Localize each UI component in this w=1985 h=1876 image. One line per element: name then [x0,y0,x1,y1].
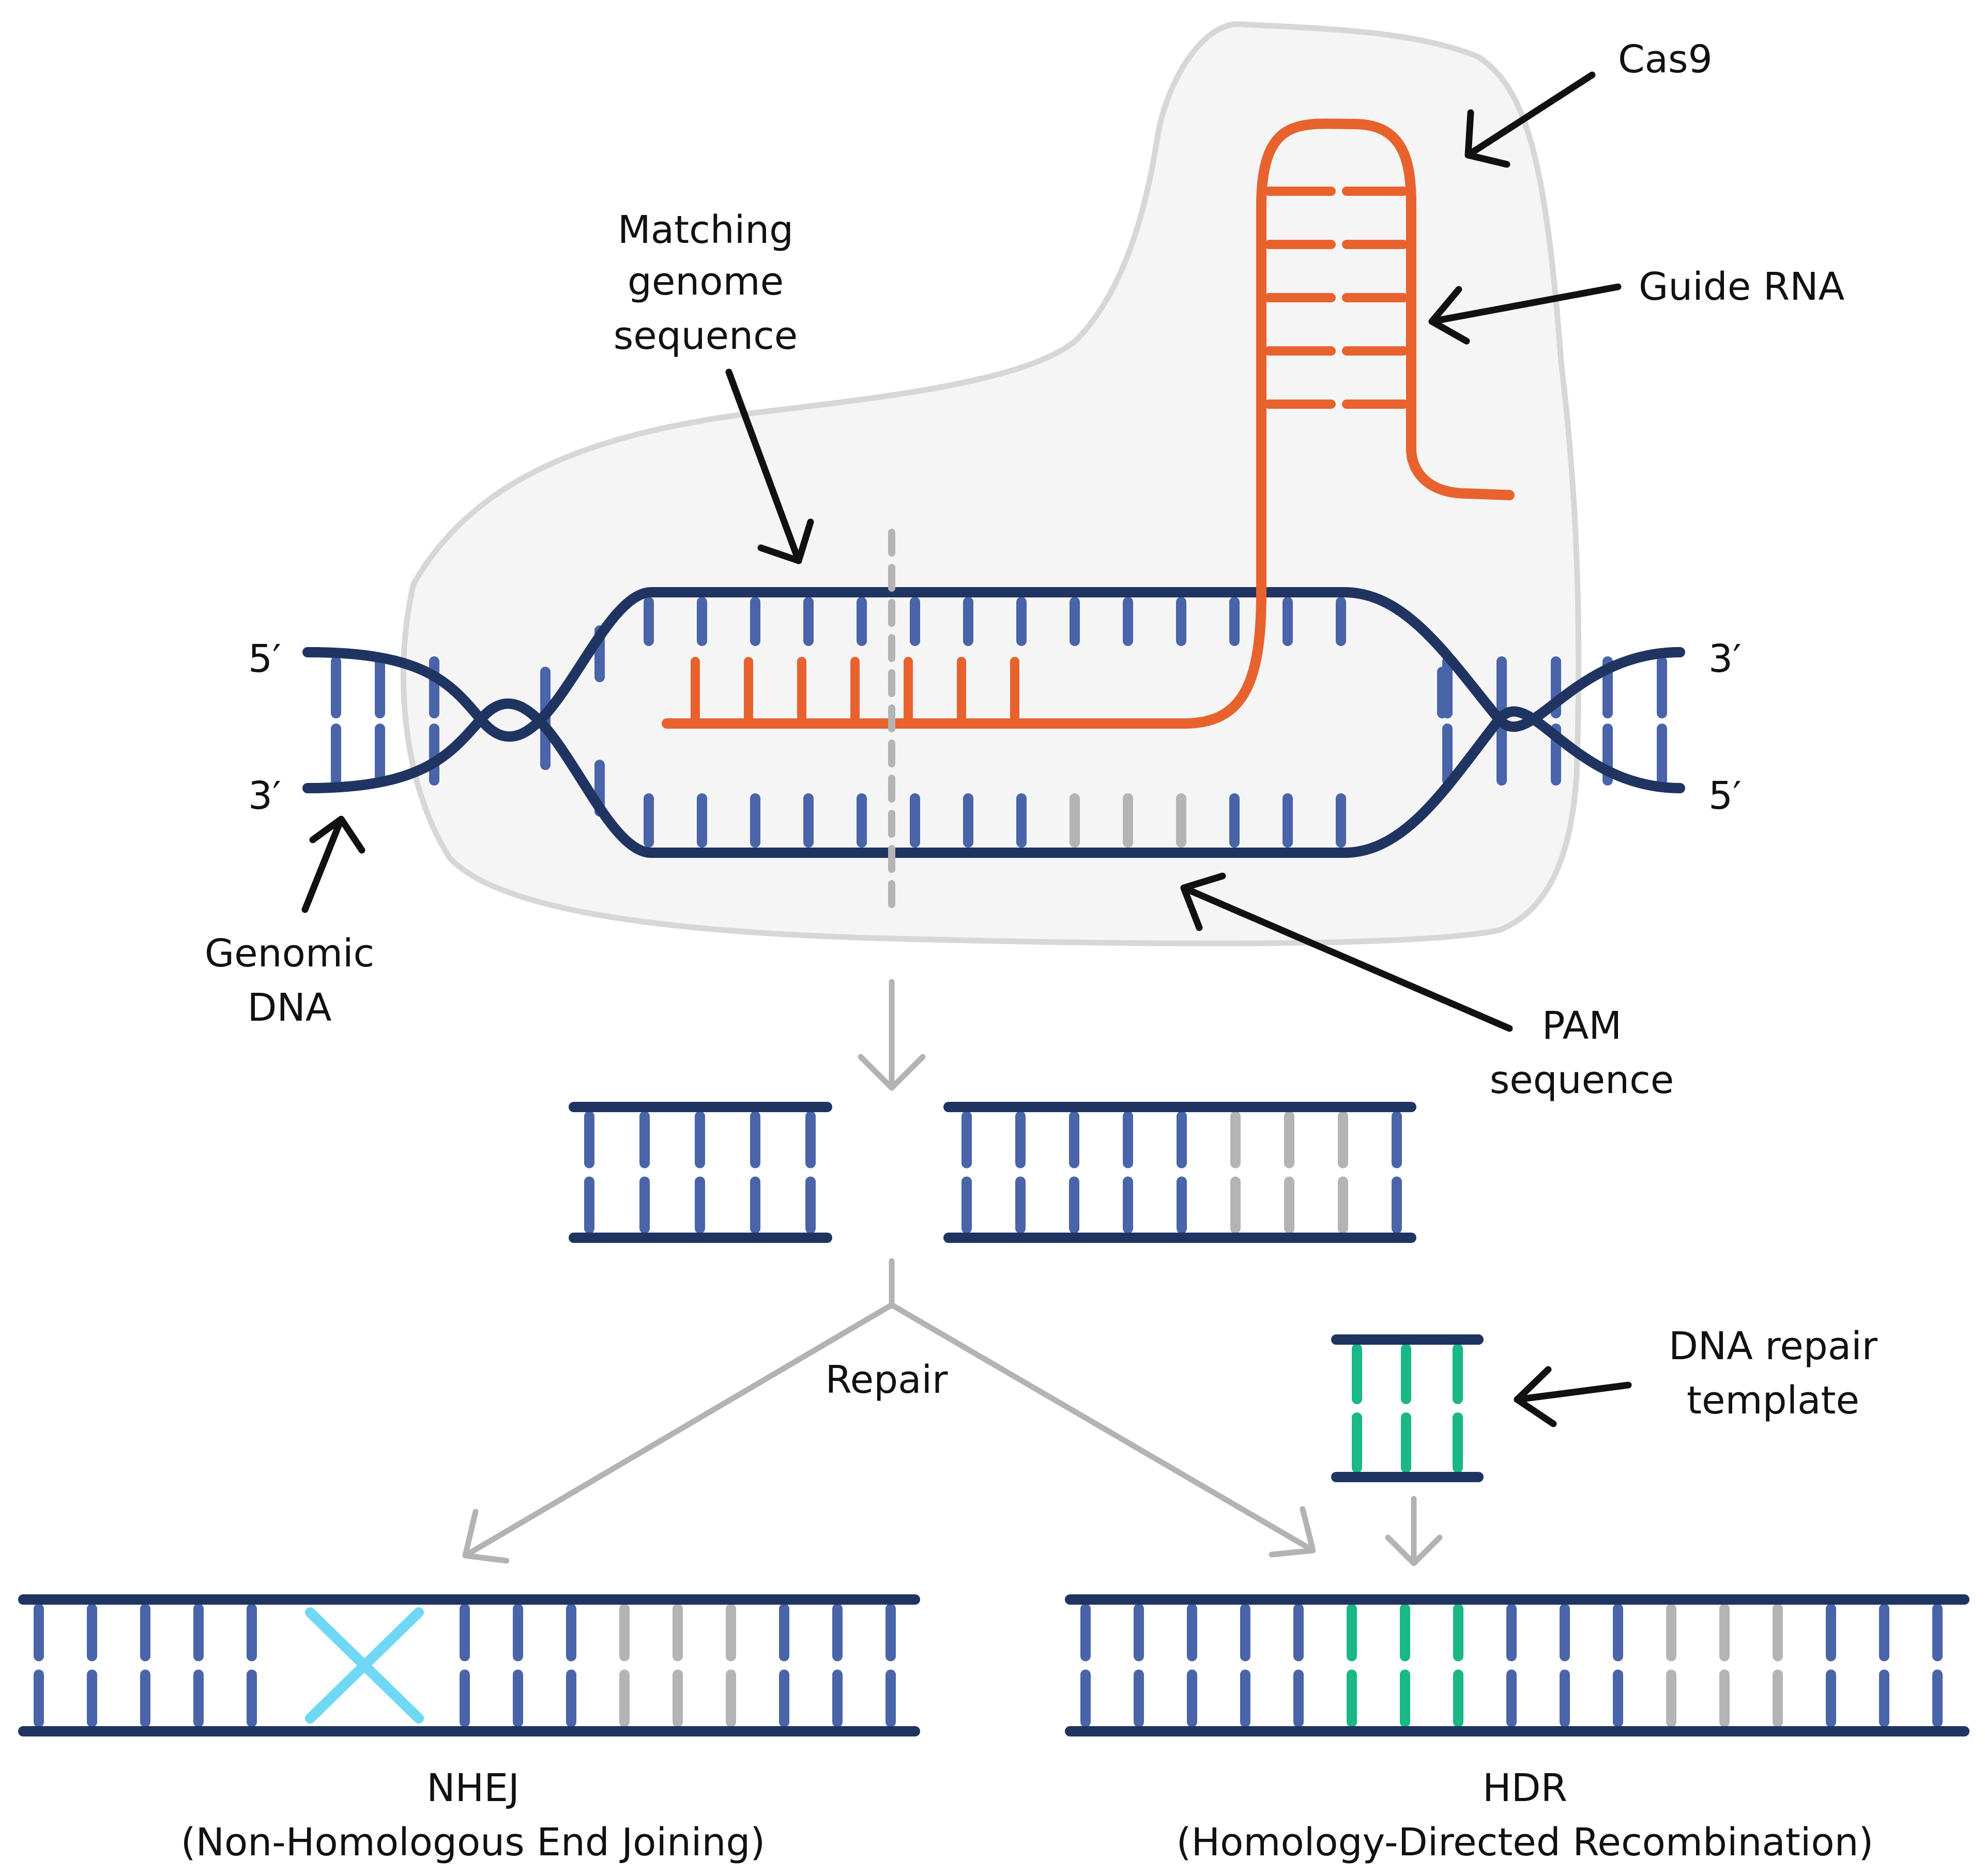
three-prime-right-label: 3′ [1708,637,1742,681]
nhej-branch-arrow [462,1302,895,1564]
pam-sequence-label-line1: PAM [1542,1004,1622,1048]
top-dna-backbone [302,587,1685,858]
matching-sequence-label-line1: Matching [618,208,793,252]
pam-sequence-pointer-arrow [1180,872,1513,1032]
dna-repair-template [1331,1334,1484,1482]
guide-rna-bases [691,657,1019,723]
hdr-result-dna [1065,1594,1969,1736]
guide-rna-hairpin-pairs [1264,187,1408,409]
cas9-pointer-arrow [1464,71,1596,168]
repair-template-pointer-arrow [1514,1366,1632,1427]
guide-rna [662,118,1515,729]
genomic-dna-label-line1: Genomic [205,931,374,976]
five-prime-right-label: 5′ [1708,774,1742,818]
pointer-arrows [301,71,1632,1427]
nhej-label: NHEJ [426,1766,520,1810]
bottom-strand-3-prime [302,698,1685,858]
pam-sequence-label-line2: sequence [1490,1058,1674,1102]
guide-rna-strand [662,118,1515,729]
guide-rna-label: Guide RNA [1639,265,1845,309]
cut-down-arrow [858,979,926,1091]
dna-repair-template-label-line2: template [1687,1378,1859,1423]
repair-label: Repair [826,1358,948,1402]
hdr-branch-arrow [889,1302,1316,1558]
template-down-arrow [1385,1496,1443,1566]
guide-rna-pointer-arrow [1428,283,1622,345]
three-prime-left-label: 3′ [248,774,281,818]
cut-dna-left-fragment [569,1102,832,1243]
flow-arrows [462,979,1443,1566]
nhej-full-name-label: (Non-Homologous End Joining) [181,1820,765,1865]
genomic-dna-label-line2: DNA [248,986,332,1030]
hdr-label: HDR [1483,1766,1567,1810]
top-dna-base-pairs [331,597,1667,848]
genomic-dna-pointer-arrow [301,816,365,913]
nhej-result-dna [18,1594,920,1736]
matching-sequence-pointer-arrow [725,368,814,564]
hdr-full-name-label: (Homology-Directed Recombination) [1177,1820,1874,1865]
matching-sequence-label-line3: sequence [614,314,798,358]
nhej-deletion-cross [305,1607,424,1724]
labels: Cas9 Guide RNA Matching genome sequence … [181,37,1878,1865]
cut-dna-right-fragment [943,1102,1416,1243]
cas9-label: Cas9 [1618,37,1713,82]
matching-sequence-label-line2: genome [628,259,784,304]
dna-repair-template-label-line1: DNA repair [1669,1324,1878,1368]
five-prime-left-label: 5′ [248,637,281,681]
